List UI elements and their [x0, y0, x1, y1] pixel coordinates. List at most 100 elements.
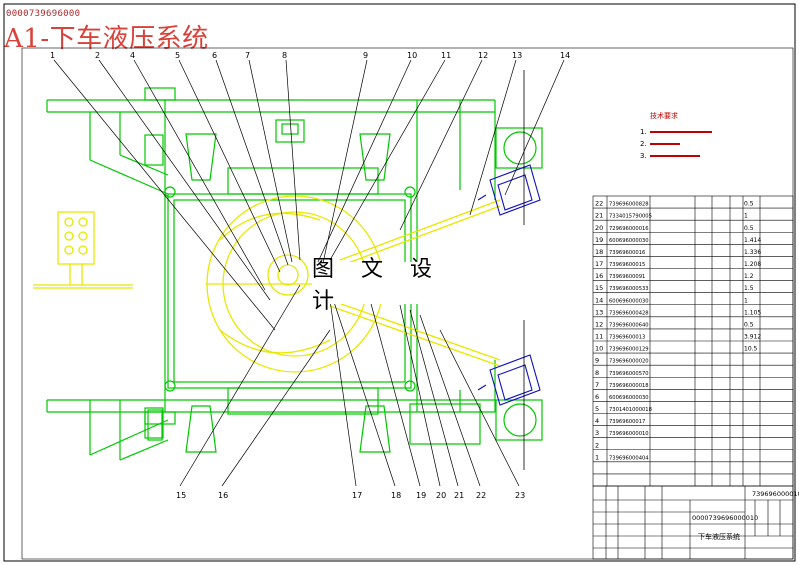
- callout-label-top: 7: [245, 51, 250, 60]
- callout-leader: [248, 59, 293, 263]
- bom-item-number: 7: [595, 381, 599, 389]
- bom-item-code: 73969600017: [609, 419, 645, 425]
- bom-item-mass: 0.5: [744, 321, 754, 328]
- bom-item-code: 600696000030: [609, 395, 649, 401]
- bom-item-code: 739696000404: [609, 455, 649, 461]
- bom-item-number: 14: [595, 296, 603, 304]
- callout-leader: [439, 329, 520, 487]
- chassis-frame: [46, 87, 543, 461]
- bom-item-number: 18: [595, 248, 603, 256]
- callout-label-top: 11: [441, 51, 451, 60]
- bom-item-number: 22: [595, 200, 603, 208]
- bom-item-code: 739696000570: [609, 371, 649, 377]
- title-block-drawing-no: 0000739696000010: [692, 514, 758, 522]
- bom-item-code: 739696000020: [609, 359, 649, 365]
- bom-item-mass: 1: [744, 297, 748, 304]
- bill-of-materials: [592, 195, 794, 487]
- bom-item-code: 739696000640: [609, 322, 649, 328]
- callout-leader: [399, 304, 441, 487]
- callout-leaders-bottom: [179, 284, 520, 487]
- callout-leader: [329, 289, 396, 487]
- bom-item-mass: 1.105: [744, 309, 761, 316]
- bom-item-code: 739696000129: [609, 347, 649, 353]
- bom-item-number: 3: [595, 429, 599, 437]
- callout-leader: [98, 59, 271, 301]
- bom-item-mass: 1: [744, 213, 748, 220]
- page-title: A1-下车液压系统: [4, 24, 209, 54]
- callout-leader: [179, 284, 301, 487]
- bom-item-code: 739696000828: [609, 202, 649, 208]
- note-item-1: 1.: [640, 128, 647, 136]
- callout-label-bottom: 17: [352, 491, 362, 500]
- callout-leader: [409, 309, 459, 487]
- callout-label-bottom: 18: [391, 491, 401, 500]
- callout-leader: [504, 59, 565, 196]
- bom-item-code: 600696000030: [609, 238, 649, 244]
- bom-item-mass: 0.5: [744, 225, 754, 232]
- bom-item-number: 8: [595, 369, 599, 377]
- sheet-border: [3, 3, 796, 562]
- bom-item-mass: 1.2: [744, 273, 754, 280]
- bom-item-number: 4: [595, 417, 599, 425]
- callout-leader: [369, 299, 421, 487]
- note-item-3: 3.: [640, 152, 647, 160]
- callout-label-bottom: 19: [416, 491, 426, 500]
- callout-leader: [53, 59, 276, 331]
- title-block: [592, 485, 794, 560]
- bom-item-code: 739696000533: [609, 286, 649, 292]
- callout-label-top: 4: [130, 51, 135, 60]
- callout-leader: [285, 59, 301, 261]
- callout-leader: [314, 59, 368, 301]
- bom-item-number: 17: [595, 260, 603, 268]
- callout-leader: [419, 314, 481, 487]
- callout-label-top: 9: [363, 51, 368, 60]
- callout-label-top: 10: [407, 51, 417, 60]
- bom-item-number: 13: [595, 308, 603, 316]
- callout-label-top: 8: [282, 51, 287, 60]
- callout-leaders-top: [53, 59, 565, 331]
- bom-item-number: 2: [595, 441, 599, 449]
- bom-item-number: 19: [595, 236, 603, 244]
- drawing-code: 0000739696000: [6, 9, 81, 19]
- callout-leader: [215, 59, 289, 266]
- callout-label-bottom: 20: [436, 491, 446, 500]
- bom-item-code: 7301401000018: [609, 407, 652, 413]
- callout-leader: [133, 59, 266, 291]
- bom-item-code: 600696000030: [609, 298, 649, 304]
- title-block-drawing-name: 下车液压系统: [698, 532, 740, 541]
- bom-item-mass: 3.912: [744, 334, 761, 341]
- bom-item-number: 21: [595, 212, 603, 220]
- callout-leader: [399, 59, 483, 231]
- bom-item-number: 20: [595, 224, 603, 232]
- bom-item-number: 10: [595, 345, 603, 353]
- bom-item-code: 73969600091: [609, 274, 645, 280]
- callout-label-top: 13: [512, 51, 522, 60]
- bom-item-number: 6: [595, 393, 599, 401]
- bom-item-code: 7334015790005: [609, 214, 652, 220]
- bom-item-code: 73969600013: [609, 335, 645, 341]
- callout-label-bottom: 23: [515, 491, 525, 500]
- callout-leader: [469, 59, 517, 216]
- bom-item-number: 11: [595, 333, 603, 341]
- bom-item-number: 1: [595, 453, 599, 461]
- callout-label-bottom: 22: [476, 491, 486, 500]
- bom-item-mass: 1.336: [744, 249, 761, 256]
- note-item-2: 2.: [640, 140, 647, 148]
- bom-item-code: 739696000010: [609, 431, 649, 437]
- callout-label-bottom: 16: [218, 491, 228, 500]
- callout-label-top: 14: [560, 51, 570, 60]
- title-block-code-right: 739696000010: [752, 490, 799, 498]
- bom-item-mass: 1.5: [744, 285, 754, 292]
- bom-item-code: 73969600015: [609, 262, 645, 268]
- callout-label-top: 12: [478, 51, 488, 60]
- bom-item-mass: 10.5: [744, 346, 758, 353]
- bom-item-mass: 1.208: [744, 261, 761, 268]
- callout-label-bottom: 15: [176, 491, 186, 500]
- callout-leader: [329, 299, 357, 487]
- bom-item-code: 729696000016: [609, 226, 649, 232]
- callout-leader: [329, 59, 446, 261]
- bom-item-number: 12: [595, 320, 603, 328]
- bom-item-code: 739696000018: [609, 383, 649, 389]
